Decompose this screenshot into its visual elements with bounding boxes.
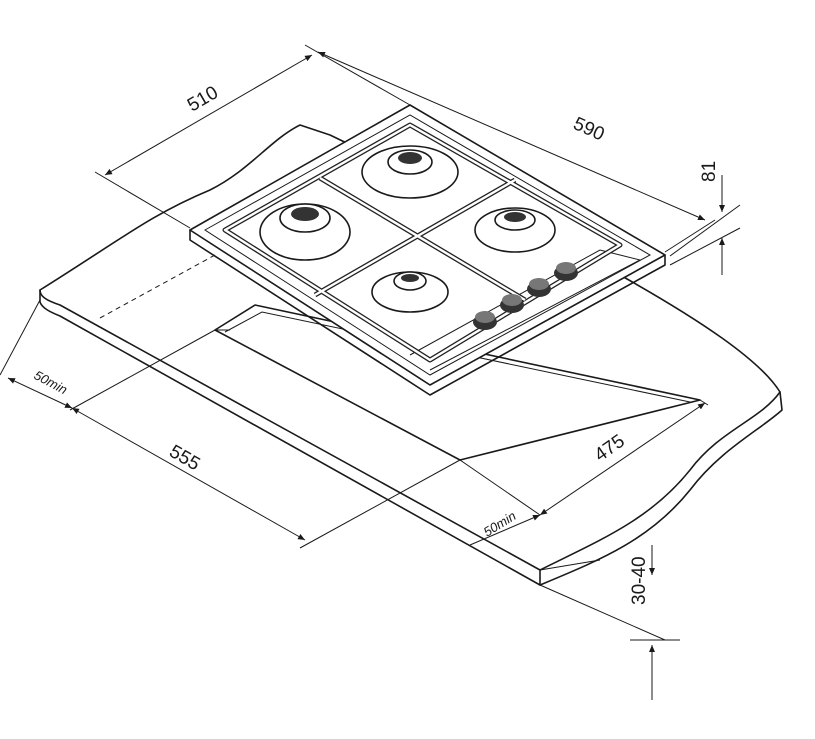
burner-right: [474, 207, 556, 253]
knob-2: [500, 294, 524, 313]
knob-1: [473, 311, 497, 330]
dim-cutout-width: 555: [166, 441, 204, 475]
dim-left-clearance: 50min: [32, 367, 70, 397]
burner-front-small: [371, 271, 449, 313]
dim-hob-height: 81: [699, 161, 720, 182]
dim-hob-depth: 510: [184, 82, 222, 116]
knob-3: [527, 278, 551, 297]
burner-left-large: [259, 203, 351, 261]
dimension-lines: [0, 44, 741, 700]
control-knobs: [473, 262, 578, 330]
knob-4: [554, 262, 578, 281]
dim-hob-width: 590: [570, 113, 608, 145]
burner-rear: [361, 145, 459, 199]
dim-worktop-thickness: 30-40: [629, 556, 650, 605]
